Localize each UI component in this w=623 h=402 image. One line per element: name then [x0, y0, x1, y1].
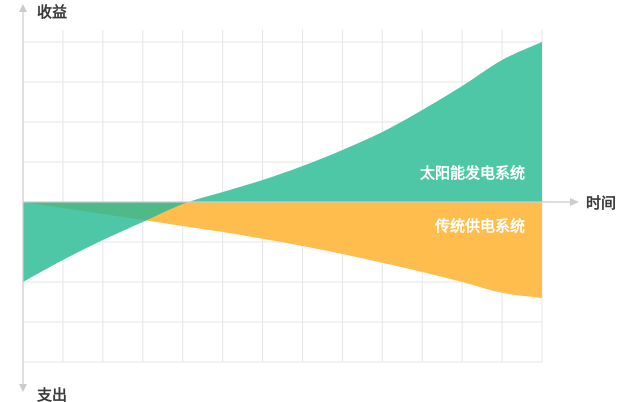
y-axis-positive-title: 收益: [37, 3, 67, 21]
y-axis-arrow-up: [19, 4, 27, 12]
y-axis-arrow-down: [19, 384, 27, 392]
chart-areas: [23, 42, 542, 298]
axes: [19, 4, 579, 392]
x-axis-title: 时间: [586, 194, 616, 212]
y-axis-negative-title: 支出: [36, 386, 67, 402]
area-solar: [23, 42, 542, 282]
series-label-traditional: 传统供电系统: [434, 217, 525, 235]
area-traditional: [23, 202, 542, 298]
x-axis-arrow: [570, 198, 579, 206]
series-label-solar: 太阳能发电系统: [420, 164, 525, 182]
